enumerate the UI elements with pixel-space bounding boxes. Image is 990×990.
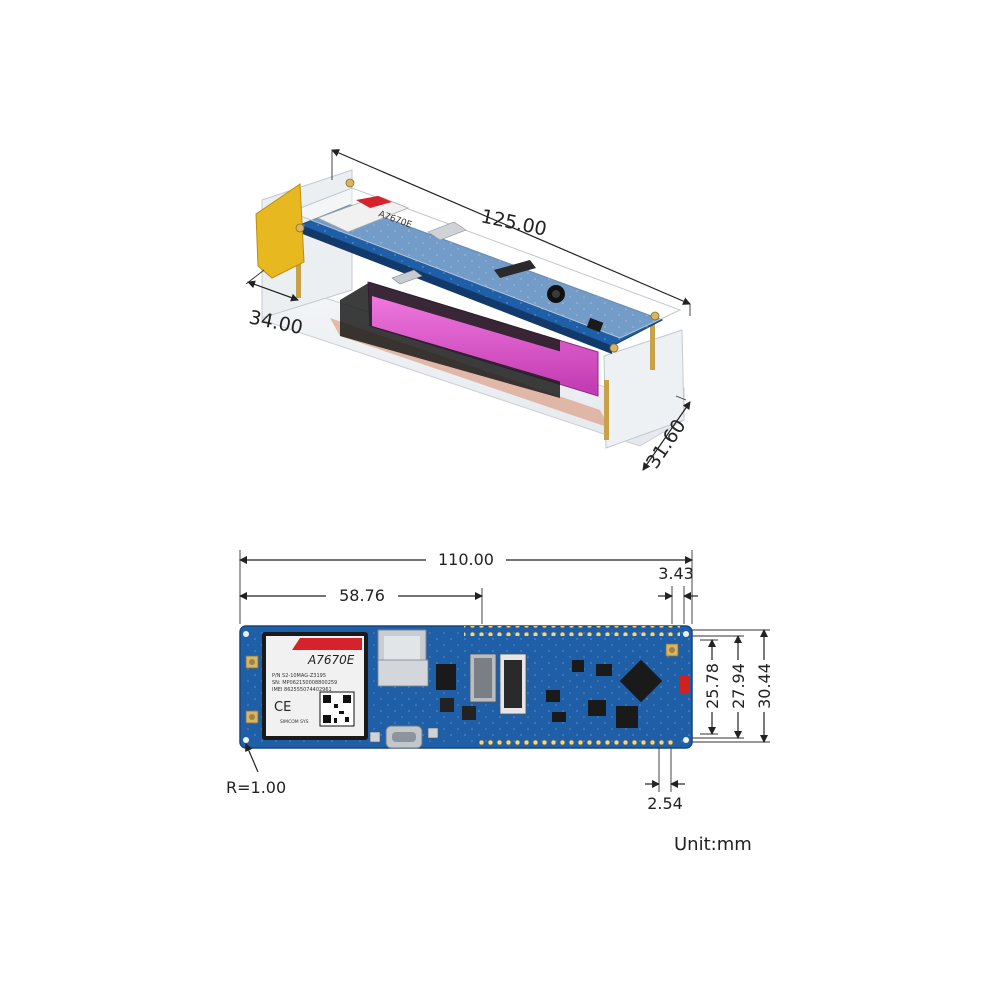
dim-line-case-height xyxy=(642,401,691,471)
chip-1 xyxy=(436,664,456,690)
case-assembly: A7670E xyxy=(255,169,685,449)
dim-line-radius xyxy=(245,743,259,773)
chip-3 xyxy=(462,706,476,720)
module-line-1: P/N S2-10MAG-Z3195 xyxy=(272,673,326,679)
module-line-2: SN: MP062150008800259 xyxy=(272,680,337,686)
chip-7 xyxy=(588,700,606,716)
standoff-right-back xyxy=(650,320,655,370)
yellow-tape xyxy=(255,183,305,279)
chip-case xyxy=(586,317,604,333)
screw-top-left xyxy=(295,223,305,233)
mounting-hole-tr xyxy=(683,631,689,637)
screw-top-right xyxy=(609,343,619,353)
camera-lens-inner xyxy=(552,290,560,298)
mounting-hole-br xyxy=(683,737,689,743)
chip-5 xyxy=(596,664,612,676)
chip-4 xyxy=(572,660,584,672)
battery-front xyxy=(372,296,596,392)
dim-height-1: 25.78 xyxy=(703,663,722,709)
module-line-3: IMEI 862555074402961 xyxy=(272,687,332,693)
a7670e-module: A7670E P/N S2-10MAG-Z3195 SN: MP06215000… xyxy=(262,632,368,740)
dim-board-length: 110.00 xyxy=(438,550,494,569)
dim-radius: R=1.00 xyxy=(226,778,286,797)
screw-top-back xyxy=(345,178,355,188)
mounting-hole-tl xyxy=(243,631,249,637)
dim-height-3: 30.44 xyxy=(755,663,774,709)
dim-edge-gap: 3.43 xyxy=(658,564,694,583)
dim-line-case-width xyxy=(247,280,299,302)
pin-header-bottom xyxy=(476,738,676,748)
mounting-hole-bl xyxy=(243,737,249,743)
standoff-right-front xyxy=(604,380,609,440)
chip-9 xyxy=(552,712,566,722)
button-reset xyxy=(427,727,439,739)
pcb-board: A7670E P/N S2-10MAG-Z3195 SN: MP06215000… xyxy=(239,625,693,749)
button-boot xyxy=(369,731,381,743)
unit-label: Unit:mm xyxy=(674,834,752,855)
chip-8 xyxy=(616,706,638,728)
screw-top-far xyxy=(650,311,660,321)
dim-height-2: 27.94 xyxy=(729,663,748,709)
red-switch xyxy=(680,676,690,694)
dim-line-case-length xyxy=(331,149,691,305)
dim-case-length: 125.00 xyxy=(479,205,549,240)
pin-header-top xyxy=(464,626,680,636)
module-ce-mark: CE xyxy=(274,700,291,715)
dim-board-offset: 58.76 xyxy=(339,586,385,605)
tf-card-slot xyxy=(377,659,429,687)
chip-6 xyxy=(546,690,560,702)
module-brand: SIMCOM SYS xyxy=(280,719,309,725)
board-dimensions: 110.00 58.76 3.43 25.78 27.94 30.44 xyxy=(226,547,774,813)
chip-2 xyxy=(440,698,454,712)
dim-pitch: 2.54 xyxy=(647,794,683,813)
module-name: A7670E xyxy=(307,653,355,667)
